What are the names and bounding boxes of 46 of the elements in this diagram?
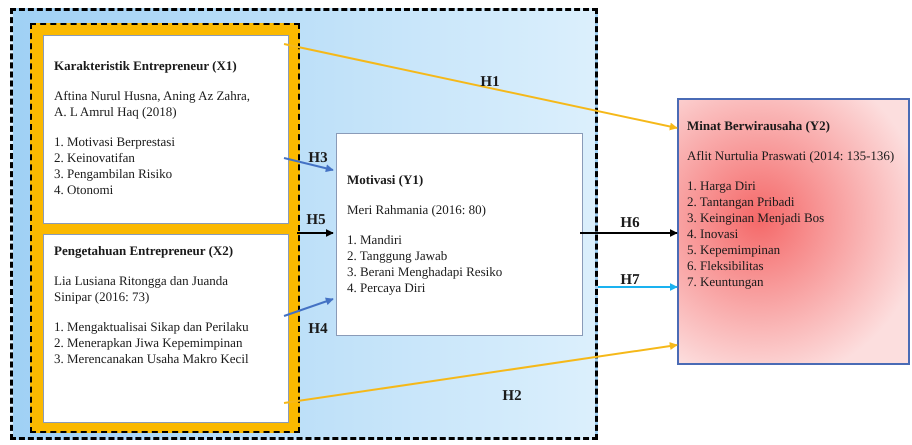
edge-label: H7 xyxy=(620,272,640,288)
construct-title: Pengetahuan Entrepreneur (X2) xyxy=(54,243,234,259)
construct-box xyxy=(677,98,910,365)
source-citation: Lia Lusiana Ritongga dan Juanda Sinipar (2016: 73) xyxy=(54,273,230,305)
indicator-item: 4. Inovasi xyxy=(687,226,740,242)
indicator-item: 1. Mandiri xyxy=(347,232,403,248)
edge-label: H2 xyxy=(502,388,522,404)
arrow xyxy=(598,283,678,291)
group-frame xyxy=(30,23,300,433)
arrow xyxy=(284,43,678,130)
source-citation: Aflit Nurtulia Praswati (2014: 135-136) xyxy=(687,148,896,164)
edge-label: H6 xyxy=(620,215,640,231)
indicator-item: 3. Berani Menghadapi Resiko xyxy=(347,264,504,280)
indicator-item: 1. Motivasi Berprestasi xyxy=(54,134,176,150)
source-citation: Aftina Nurul Husna, Aning Az Zahra, A. L Amrul Haq (2018) xyxy=(54,88,252,120)
indicator-item: 7. Keuntungan xyxy=(687,274,765,290)
edge-label: H1 xyxy=(480,74,500,90)
source-citation: Meri Rahmania (2016: 80) xyxy=(347,202,487,218)
construct-title: Karakteristik Entrepreneur (X1) xyxy=(54,58,238,74)
edge-label: H4 xyxy=(308,321,328,337)
arrow xyxy=(297,229,334,237)
construct-box xyxy=(43,35,289,224)
region-box xyxy=(10,8,598,440)
arrow xyxy=(284,157,334,172)
indicator-item: 3. Merencanakan Usaha Makro Kecil xyxy=(54,351,250,367)
indicator-item: 6. Fleksibilitas xyxy=(687,258,765,274)
construct-box xyxy=(43,234,289,423)
indicator-item: 1. Harga Diri xyxy=(687,178,757,194)
arrow xyxy=(580,229,678,237)
indicator-item: 4. Otonomi xyxy=(54,182,114,198)
indicator-item: 4. Percaya Diri xyxy=(347,280,426,296)
indicator-item: 3. Pengambilan Risiko xyxy=(54,166,174,182)
edge-label: H5 xyxy=(306,212,326,228)
indicator-item: 5. Kepemimpinan xyxy=(687,242,782,258)
construct-title: Motivasi (Y1) xyxy=(347,172,424,188)
indicator-item: 2. Tantangan Pribadi xyxy=(687,194,796,210)
indicator-item: 3. Keinginan Menjadi Bos xyxy=(687,210,826,226)
indicator-item: 2. Tanggung Jawab xyxy=(347,248,448,264)
construct-title: Minat Berwirausaha (Y2) xyxy=(687,118,831,134)
indicator-item: 1. Mengaktualisai Sikap dan Perilaku xyxy=(54,319,250,335)
construct-box xyxy=(336,133,583,336)
edge-label: H3 xyxy=(308,150,328,166)
indicator-item: 2. Keinovatifan xyxy=(54,150,136,166)
indicator-item: 2. Menerapkan Jiwa Kepemimpinan xyxy=(54,335,244,351)
arrow xyxy=(284,342,678,404)
arrow xyxy=(284,298,334,317)
